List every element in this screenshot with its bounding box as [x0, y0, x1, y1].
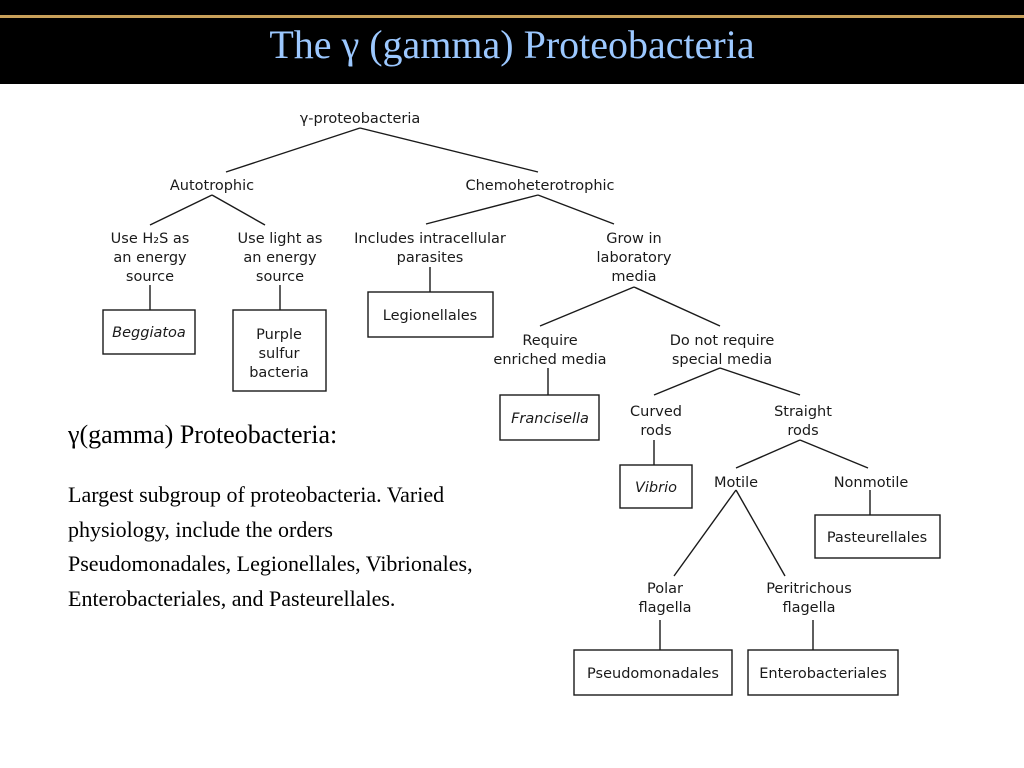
node-beggiatoa: Beggiatoa	[112, 325, 186, 341]
node-use-light-line-3: source	[256, 269, 304, 285]
node-use-h2s-line-2: an energy	[113, 250, 187, 266]
node-root: γ-proteobacteria	[300, 111, 421, 127]
node-nonmotile: Nonmotile	[834, 475, 909, 491]
node-curved-rods-line-2: rods	[640, 423, 671, 439]
node-intracellular-line-2: parasites	[397, 250, 464, 266]
node-intracellular-line-1: Includes intracellular	[354, 231, 506, 247]
node-require-enriched-line-2: enriched media	[493, 352, 606, 368]
node-pseudomonadales: Pseudomonadales	[587, 666, 719, 682]
box-vibrio	[619, 464, 693, 509]
node-require-enriched-line-1: Require	[522, 333, 577, 349]
node-peritrichous-flagella-line-2: flagella	[782, 600, 835, 616]
node-curved-rods: Curved rods	[630, 404, 682, 439]
node-peritrichous-flagella-line-1: Peritrichous	[766, 581, 852, 597]
node-use-h2s-line-3: source	[126, 269, 174, 285]
classification-diagram: γ-proteobacteria Autotrophic Chemohetero…	[102, 111, 941, 696]
node-peritrichous-flagella: Peritrichous flagella	[766, 581, 852, 616]
node-polar-flagella-line-1: Polar	[647, 581, 683, 597]
box-pseudomonadales	[573, 649, 733, 696]
node-purple-sulfur-line-2: sulfur	[258, 346, 299, 362]
node-straight-rods-line-1: Straight	[774, 404, 832, 420]
node-intracellular: Includes intracellular parasites	[354, 231, 506, 266]
box-beggiatoa	[102, 309, 196, 355]
title-bar: The γ (gamma) Proteobacteria	[0, 0, 1024, 84]
node-grow-lab: Grow in laboratory media	[597, 231, 672, 285]
node-not-require-line-1: Do not require	[670, 333, 775, 349]
slide-title: The γ (gamma) Proteobacteria	[269, 22, 755, 67]
title-bar-rule	[0, 15, 1024, 18]
node-use-light-line-1: Use light as	[238, 231, 323, 247]
box-enterobacteriales	[747, 649, 899, 696]
box-purple-sulfur	[232, 309, 327, 392]
node-grow-lab-line-3: media	[611, 269, 656, 285]
box-francisella	[499, 394, 600, 441]
node-enterobacteriales: Enterobacteriales	[759, 666, 887, 682]
node-not-require-line-2: special media	[672, 352, 772, 368]
box-legionellales	[367, 291, 494, 338]
node-purple-sulfur-line-1: Purple	[256, 327, 302, 343]
node-legionellales: Legionellales	[383, 308, 477, 324]
description-heading: γ(gamma) Proteobacteria:	[68, 420, 338, 449]
node-straight-rods: Straight rods	[774, 404, 832, 439]
node-purple-sulfur: Purple sulfur bacteria	[249, 327, 309, 381]
node-francisella: Francisella	[511, 411, 589, 427]
node-straight-rods-line-2: rods	[787, 423, 818, 439]
node-use-light: Use light as an energy source	[238, 231, 323, 285]
node-motile: Motile	[714, 475, 758, 491]
box-pasteurellales	[814, 514, 941, 559]
node-not-require: Do not require special media	[670, 333, 775, 368]
node-polar-flagella-line-2: flagella	[638, 600, 691, 616]
diagram-connectors	[149, 127, 871, 650]
node-polar-flagella: Polar flagella	[638, 581, 691, 616]
description-body: Largest subgroup of proteobacteria. Vari…	[68, 482, 473, 611]
node-vibrio: Vibrio	[635, 480, 677, 496]
node-chemoheterotrophic: Chemoheterotrophic	[465, 178, 614, 194]
node-autotrophic: Autotrophic	[170, 178, 254, 194]
node-use-light-line-2: an energy	[243, 250, 317, 266]
node-use-h2s: Use H₂S as an energy source	[111, 231, 190, 285]
node-require-enriched: Require enriched media	[493, 333, 606, 368]
node-use-h2s-line-1: Use H₂S as	[111, 231, 190, 247]
node-pasteurellales: Pasteurellales	[827, 530, 927, 546]
node-purple-sulfur-line-3: bacteria	[249, 365, 309, 381]
node-grow-lab-line-1: Grow in	[606, 231, 661, 247]
node-curved-rods-line-1: Curved	[630, 404, 682, 420]
node-grow-lab-line-2: laboratory	[597, 250, 672, 266]
